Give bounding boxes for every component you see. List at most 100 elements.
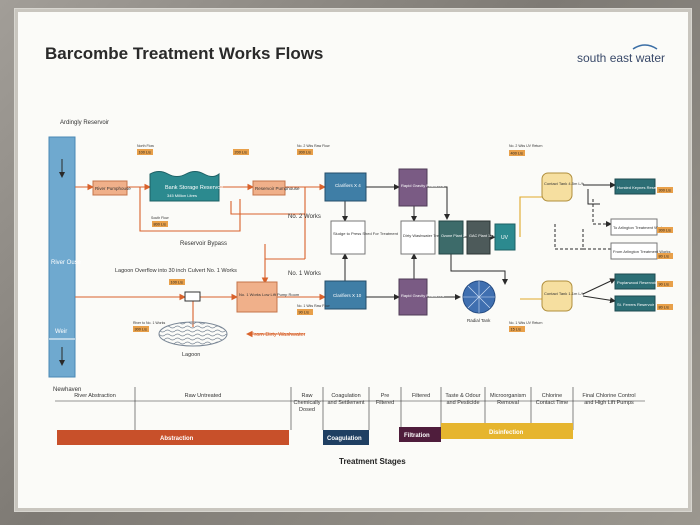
river-name: River Ouse xyxy=(51,260,82,266)
weir-label: Weir xyxy=(55,329,67,335)
north-flow-label: North Flow xyxy=(137,144,154,148)
gac-label: GAC Plant 12 Contactors xyxy=(469,234,512,238)
no1-works-label: No. 1 Works xyxy=(288,271,321,277)
contact-tank-bottom-label: Contact Tank 1.1m L/h xyxy=(544,291,584,296)
stage-column-label: Raw Untreated xyxy=(185,393,222,399)
river-pumphouse-label: River Pumphouse xyxy=(95,186,131,191)
to-arlington-label: To Arlington Treatment Works xyxy=(613,225,665,230)
flow-value-text: 80 L/s xyxy=(659,306,669,310)
flow-value-text: 90 L/s xyxy=(659,283,669,287)
flow-value-tag xyxy=(509,150,525,156)
stage-bar-abstraction-label: Abstraction xyxy=(160,436,194,442)
low-lift-pump-room xyxy=(236,281,278,313)
poplar-reservoir xyxy=(614,273,656,290)
stage-bar-disinfection-label: Disinfection xyxy=(489,430,524,436)
flow-value-tag xyxy=(509,326,525,332)
reservoir-bypass-label: Reservoir Bypass xyxy=(180,241,227,247)
flow-value-tag xyxy=(657,227,673,233)
uv-label: UV xyxy=(501,235,509,241)
flow-value-text: 80 L/s xyxy=(659,255,669,259)
page-title: Barcombe Treatment Works Flows xyxy=(45,44,323,63)
no2-raw-flow-label: No. 2 Wks Raw Flow xyxy=(297,144,330,148)
stage-column-label: Filtered xyxy=(412,393,430,399)
no1-raw-flow-label: No. 1 Wks Raw Flow xyxy=(297,304,330,308)
clarifiers-top xyxy=(324,172,367,202)
flow-value-text: 200 L/s xyxy=(235,151,248,155)
no2-works-label: No. 2 Works xyxy=(288,214,321,220)
flow-value-tag xyxy=(152,221,168,227)
rapid-filters-top xyxy=(398,168,428,207)
lagoon xyxy=(158,321,228,347)
flow-value-text: 400 L/s xyxy=(511,152,524,156)
reservoir-pumphouse-label: Reservoir Pumphouse xyxy=(255,186,300,191)
dirty-washwater-label: Dirty Washwater Treatment xyxy=(403,233,452,238)
lagoon-label: Lagoon xyxy=(182,352,200,358)
radial-tank-label: Radial Tank xyxy=(467,318,491,323)
flow-value-tag xyxy=(657,187,673,193)
sludge-label: Sludge to Press Shed For Treatment xyxy=(333,231,399,236)
flow-value-text: 300 L/s xyxy=(659,189,672,193)
bank-storage-sub: 345 Million Litres xyxy=(167,193,197,198)
low-lift-label: No. 1 Works Low Lift Pump Room xyxy=(239,292,300,297)
flow-value-tag xyxy=(169,279,185,285)
flow-value-tag xyxy=(233,149,249,155)
contact-tank-top xyxy=(541,172,573,202)
stage-bar-filtration-label: Filtration xyxy=(404,433,430,439)
dirty-washwater-box xyxy=(400,220,436,255)
st-ferrers-label: St. Ferrers Reservoir xyxy=(617,302,655,307)
reservoir-pumphouse xyxy=(252,180,286,196)
stage-bar-disinfection xyxy=(441,423,573,439)
stage-bar-coagulation-label: Coagulation xyxy=(327,436,362,442)
flow-value-text: 300 L/s xyxy=(659,229,672,233)
stage-bar-coagulation xyxy=(323,430,369,445)
flow-value-tag xyxy=(297,149,313,155)
flow-value-tag xyxy=(137,149,153,155)
contact-tank-bottom xyxy=(541,280,573,312)
flow-value-text: 100 L/s xyxy=(171,281,184,285)
culvert-valve xyxy=(184,291,201,302)
flow-value-text: 90 L/s xyxy=(299,311,309,315)
brand-swoosh-icon xyxy=(632,44,658,50)
no2-uv-return-label: No. 2 Wks UV Return xyxy=(509,144,543,148)
flow-value-text: 100 L/s xyxy=(139,151,152,155)
flow-value-tag xyxy=(297,309,313,315)
stage-bar-abstraction xyxy=(57,430,289,445)
no1-uv-return-label: No. 1 Wks UV Return xyxy=(509,321,543,325)
river-to-no1-label: River to No. 1 Works xyxy=(133,321,165,325)
ozone-plant xyxy=(438,220,464,255)
brand-logo: south east water xyxy=(577,51,665,65)
south-flow-label: South Flow xyxy=(151,216,169,220)
river-bottom-label: Newhaven xyxy=(53,387,81,393)
from-arlington-label: From Arlington Treatment Works xyxy=(613,249,671,254)
bank-storage-label: Bank Storage Reservoir xyxy=(165,185,224,191)
gac-plant xyxy=(466,220,491,255)
flow-value-tag xyxy=(657,253,673,259)
flow-diagram: Barcombe Treatment Works Flows south eas… xyxy=(45,44,673,466)
ozone-label: Ozone Plant 2 Tanks xyxy=(441,234,476,238)
poplar-label: Poplarwood Reservoir xyxy=(617,280,657,285)
flow-value-text: 800 L/s xyxy=(154,223,167,227)
clarifiers-bottom-label: Clarifiers X 10 xyxy=(333,293,362,298)
sign-board: Barcombe Treatment Works Flows south eas… xyxy=(14,8,692,512)
from-dirty-washwater-label: From Dirty Washwater xyxy=(251,332,306,338)
flow-value-text: 300 L/s xyxy=(299,151,312,155)
from-arlington-box xyxy=(610,242,658,260)
flow-value-tag xyxy=(133,326,149,332)
clarifiers-bottom xyxy=(324,280,367,310)
flow-value-text: 15 L/s xyxy=(511,328,521,332)
stage-column-label: River Abstraction xyxy=(74,393,116,399)
river-pumphouse xyxy=(92,180,128,196)
rapid-filters-bottom xyxy=(398,278,428,316)
horsted-keynes-reservoir xyxy=(614,178,656,195)
flow-value-tag xyxy=(657,304,673,310)
stage-bar-filtration xyxy=(399,427,441,442)
